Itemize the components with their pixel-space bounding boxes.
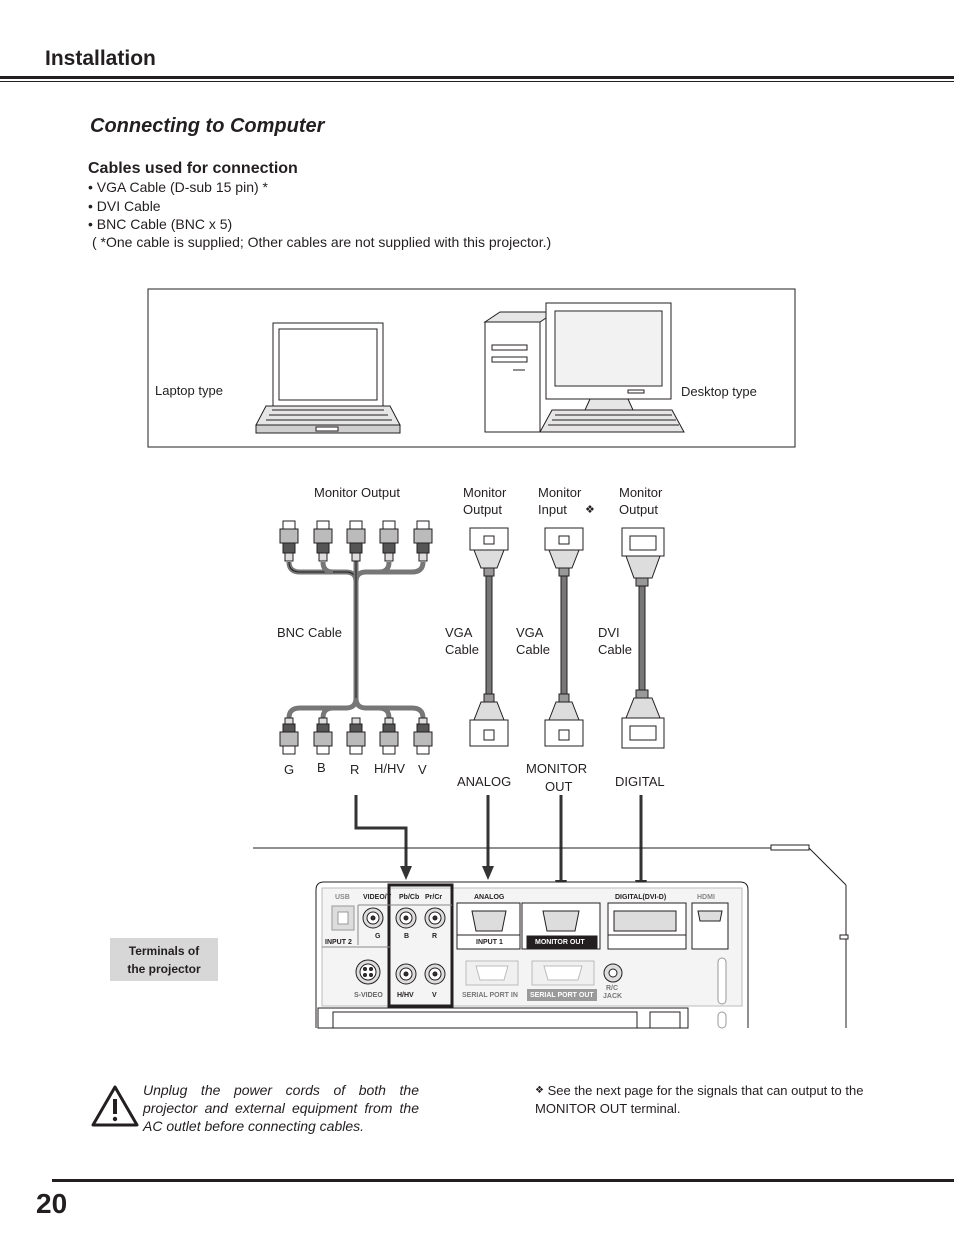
caution-icon xyxy=(91,1085,139,1127)
cable-item: • VGA Cable (D-sub 15 pin) * xyxy=(88,179,268,195)
footer-rule xyxy=(52,1179,954,1182)
usb-label: USB xyxy=(335,894,350,901)
bnc-label-v: V xyxy=(418,762,427,777)
digital-terminal-label: DIGITAL xyxy=(615,774,665,789)
dvi-cable xyxy=(621,527,665,749)
section-title: Installation xyxy=(45,47,156,70)
hdmi-label: HDMI xyxy=(697,894,715,901)
input1-label: INPUT 1 xyxy=(476,939,503,946)
page-title: Connecting to Computer xyxy=(90,115,325,137)
cable-item: • BNC Cable (BNC x 5) xyxy=(88,216,233,232)
r-panel-label: R xyxy=(432,933,438,940)
cable-item: • DVI Cable xyxy=(88,198,161,214)
cables-heading: Cables used for connection xyxy=(88,160,298,177)
page-number: 20 xyxy=(36,1188,68,1219)
vga2-top-label-2: Input xyxy=(538,502,567,517)
bnc-cable-label: BNC Cable xyxy=(277,625,343,640)
projector-outline xyxy=(253,844,849,1028)
header-rule-thin xyxy=(0,81,954,82)
jack-label: JACK xyxy=(603,993,623,1000)
pr-cr-label: Pr/Cr xyxy=(425,894,443,901)
monitor-out-terminal-label-1: MONITOR xyxy=(526,761,588,776)
vga1-cable-label-2: Cable xyxy=(445,642,479,657)
bnc-monitor-output-label: Monitor Output xyxy=(314,485,400,500)
rc-label: R/C xyxy=(606,985,619,992)
laptop-illustration xyxy=(255,322,401,434)
dvi-top-label-1: Monitor xyxy=(619,485,663,500)
vga2-marker: ❖ xyxy=(585,504,595,516)
dvi-cable-label-1: DVI xyxy=(598,625,620,640)
terminals-label-line-2: the projector xyxy=(127,962,201,976)
dvi-top-label-2: Output xyxy=(619,502,659,517)
vga2-cable-label-2: Cable xyxy=(516,642,550,657)
v-panel-label: V xyxy=(432,992,437,999)
analog-panel-label: ANALOG xyxy=(474,894,505,901)
bnc-label-g: G xyxy=(284,762,295,777)
caution-text: Unplug the power cords of both the proje… xyxy=(143,1082,419,1134)
footnote: ❖ See the next page for the signals that… xyxy=(535,1082,865,1118)
digital-panel-label: DIGITAL(DVI-D) xyxy=(615,894,667,901)
bnc-label-hhv: H/HV xyxy=(374,761,406,776)
terminals-label-line-1: Terminals of xyxy=(128,944,200,958)
vga1-top-label-2: Output xyxy=(463,502,503,517)
desktop-label: Desktop type xyxy=(681,384,757,399)
bnc-label-b: B xyxy=(317,760,326,775)
pb-cb-label: Pb/Cb xyxy=(399,894,420,901)
footnote-text: See the next page for the signals that c… xyxy=(535,1083,864,1116)
serial-in-label: SERIAL PORT IN xyxy=(462,992,518,999)
dvi-cable-label-2: Cable xyxy=(598,642,632,657)
bnc-connectors-top xyxy=(279,520,433,562)
footnote-marker: ❖ xyxy=(535,1085,544,1096)
hhv-panel-label: H/HV xyxy=(397,992,414,999)
projector-panel xyxy=(315,881,749,1029)
serial-out-label: SERIAL PORT OUT xyxy=(530,992,594,999)
bnc-connectors-bottom xyxy=(279,717,433,755)
desktop-illustration xyxy=(483,302,685,433)
svideo-label: S-VIDEO xyxy=(354,992,383,999)
input2-label: INPUT 2 xyxy=(325,939,352,946)
header-rule xyxy=(0,76,954,79)
vga-cable-2 xyxy=(544,527,584,747)
monitor-out-terminal-label-2: OUT xyxy=(545,779,573,794)
g-panel-label: G xyxy=(375,933,381,940)
vga2-top-label-1: Monitor xyxy=(538,485,582,500)
bnc-cable xyxy=(286,560,426,719)
video-y-label: VIDEO/Y xyxy=(363,894,392,901)
b-panel-label: B xyxy=(404,933,410,940)
computers-box xyxy=(147,288,796,448)
bnc-label-r: R xyxy=(350,762,360,777)
cables-note: ( *One cable is supplied; Other cables a… xyxy=(92,234,552,250)
terminals-label: Terminals of the projector xyxy=(110,938,218,981)
analog-terminal-label: ANALOG xyxy=(457,774,512,789)
vga2-cable-label-1: VGA xyxy=(516,625,544,640)
vga1-top-label-1: Monitor xyxy=(463,485,507,500)
connection-arrows xyxy=(354,795,647,894)
vga-cable-1 xyxy=(469,527,509,747)
vga1-cable-label-1: VGA xyxy=(445,625,473,640)
monitor-out-panel-label: MONITOR OUT xyxy=(535,939,585,946)
laptop-label: Laptop type xyxy=(155,383,223,398)
